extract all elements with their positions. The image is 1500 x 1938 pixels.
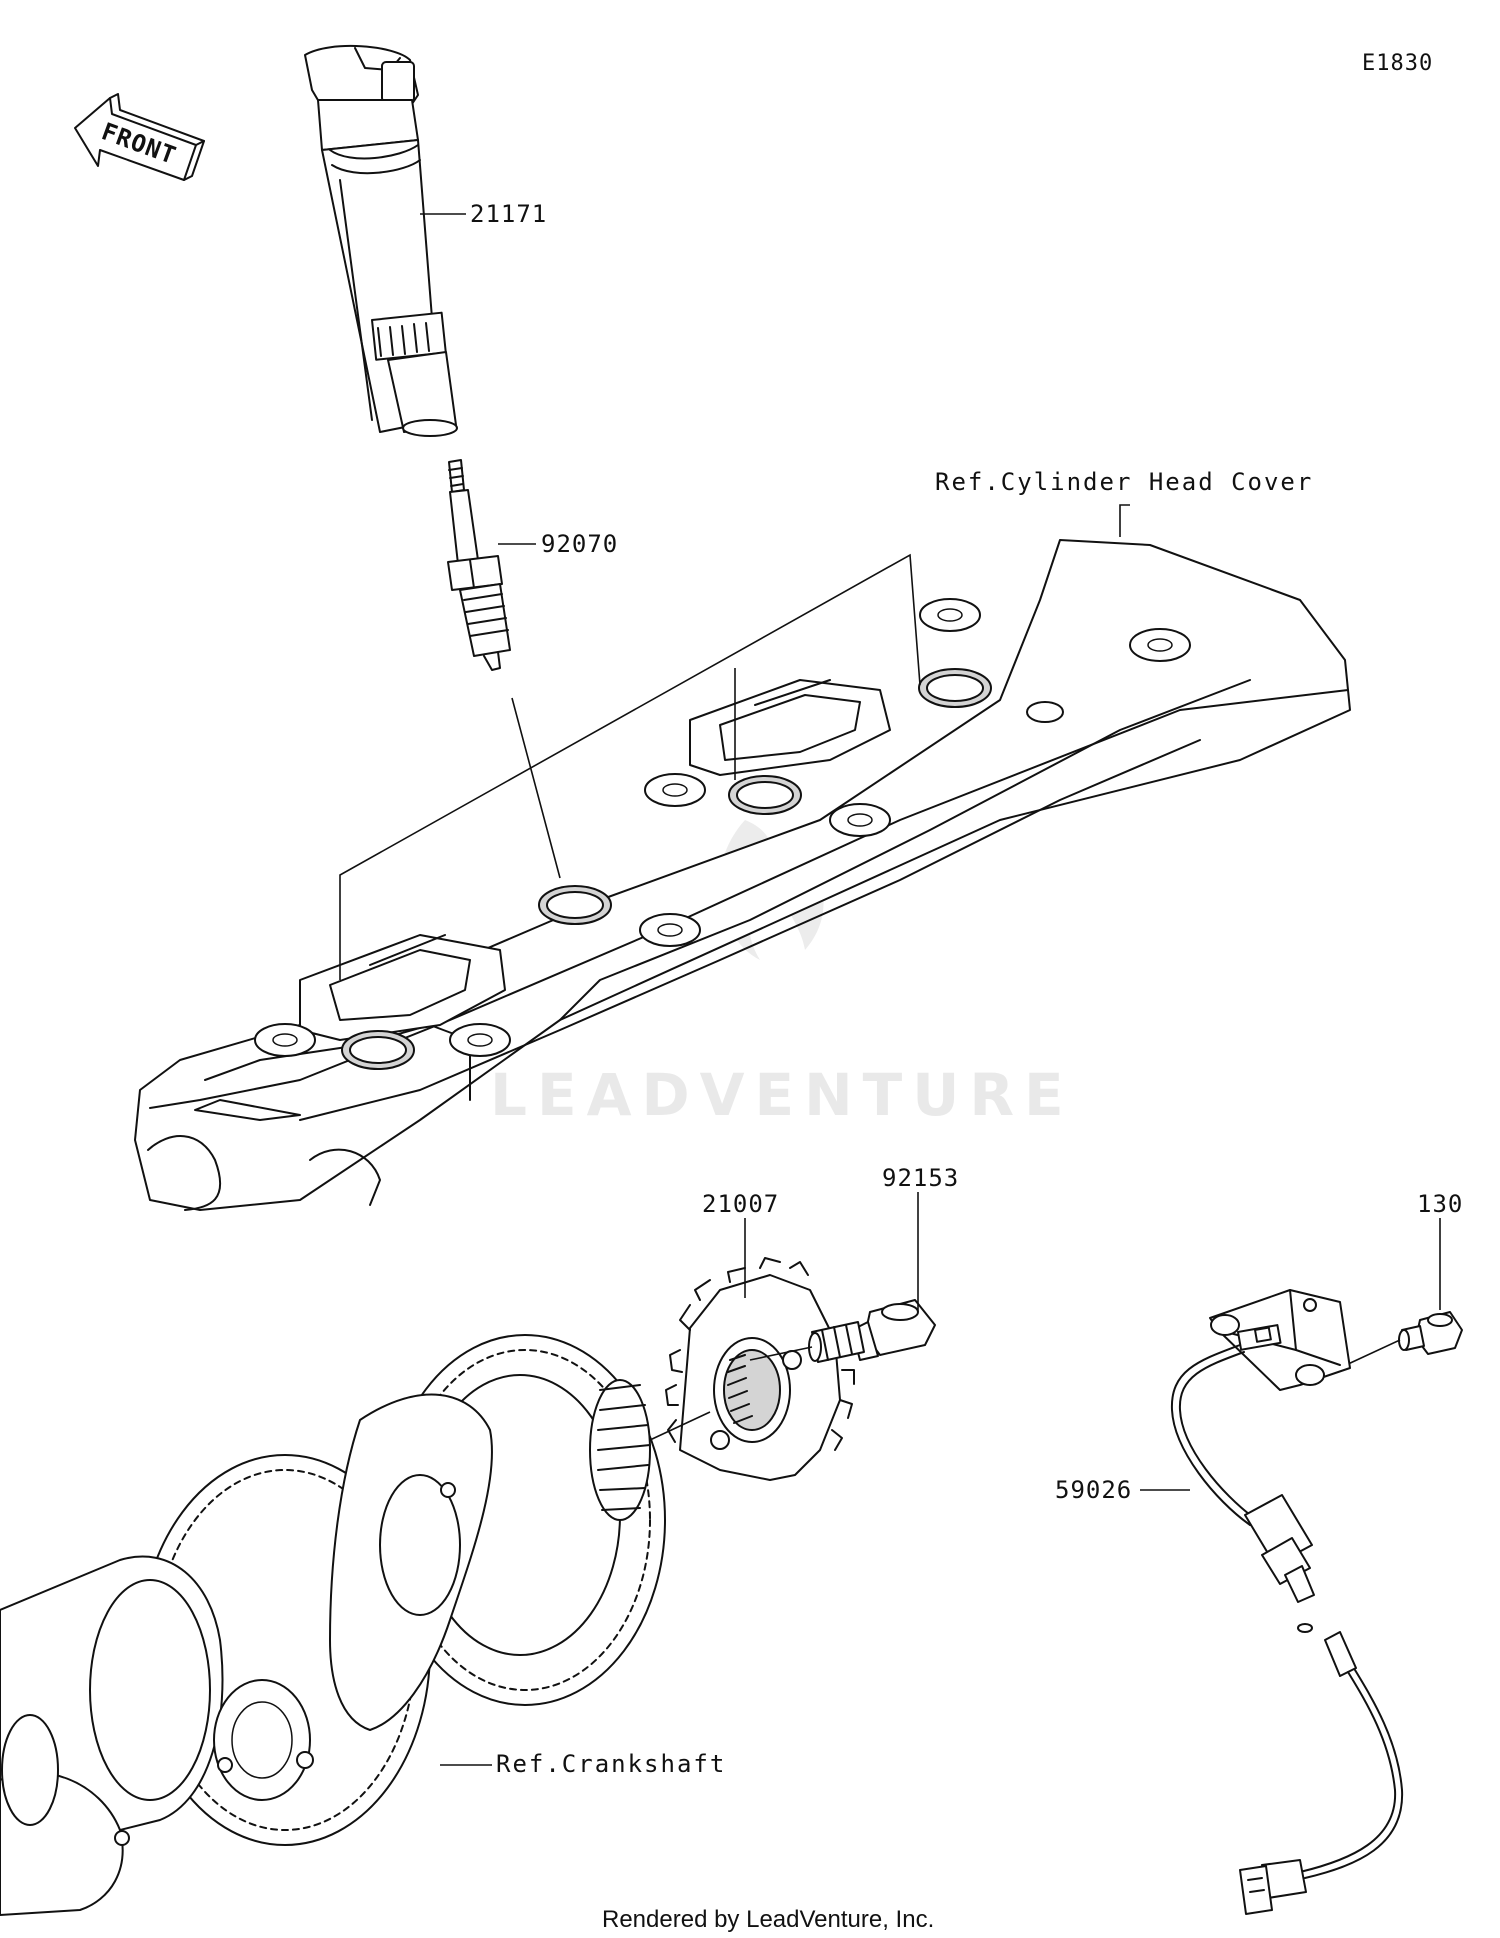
timing-rotor-21007 <box>665 1257 856 1481</box>
cylinder-head-cover <box>134 539 1351 1211</box>
part-label-92070: 92070 <box>541 530 618 558</box>
part-label-92153: 92153 <box>882 1164 959 1192</box>
leader-ref-cylinder-head-cover <box>1119 504 1130 537</box>
part-label-130: 130 <box>1417 1190 1463 1218</box>
crankshaft-sensor-59026 <box>1170 1289 1404 1915</box>
front-arrow-icon: FRONT <box>74 93 205 181</box>
ref-label-crankshaft: Ref.Crankshaft <box>496 1750 726 1778</box>
render-credit: Rendered by LeadVenture, Inc. <box>602 1906 934 1933</box>
ignition-coil-21171 <box>304 45 458 437</box>
leader-92070-to-cover <box>511 697 561 879</box>
ref-label-cylinder-head-cover: Ref.Cylinder Head Cover <box>935 468 1313 496</box>
bolt-130 <box>1398 1311 1463 1355</box>
crankshaft <box>0 1334 666 1916</box>
leader-21007-to-crank <box>649 1411 711 1441</box>
diagram-code: E1830 <box>1362 51 1433 76</box>
spark-plug-92070 <box>447 459 511 671</box>
leader-130-to-sensor <box>1345 1339 1401 1366</box>
part-label-21171: 21171 <box>470 200 547 228</box>
part-label-21007: 21007 <box>702 1190 779 1218</box>
part-label-59026: 59026 <box>1055 1476 1132 1504</box>
watermark-text: LEADVENTURE <box>490 1061 1074 1129</box>
leader-92153-to-rotor <box>749 1346 813 1361</box>
leader-coil-to-cover <box>339 553 921 980</box>
